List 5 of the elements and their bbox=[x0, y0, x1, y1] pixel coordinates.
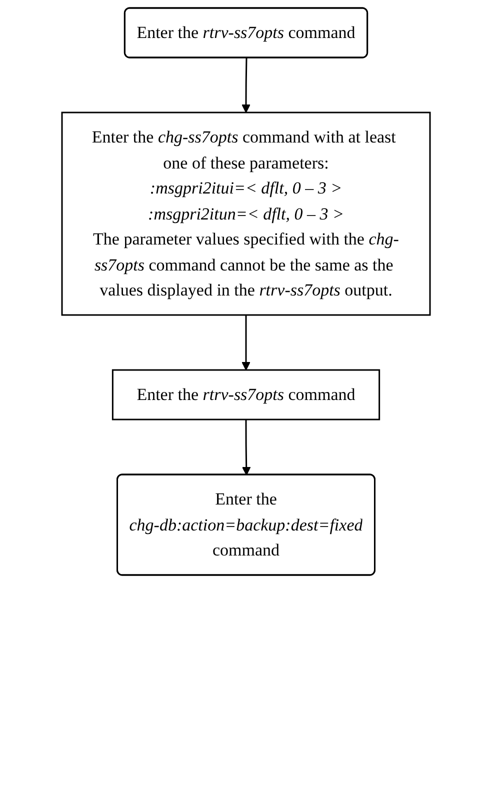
node-box: Enter the rtrv-ss7opts command bbox=[112, 369, 380, 420]
arrow bbox=[242, 315, 250, 370]
arrow bbox=[242, 420, 251, 476]
arrow bbox=[242, 58, 250, 113]
node-box: Enter the chg-ss7opts command with at least one of these parameters: :msgpri2itui=< dflt, 0 – 3 > :msgpri2itun=< dflt, 0 – 3 > The parameter values specified with the chg-ss7opts command cannot be the same as the values displayed in the rtrv-ss7opts output. bbox=[61, 112, 431, 316]
